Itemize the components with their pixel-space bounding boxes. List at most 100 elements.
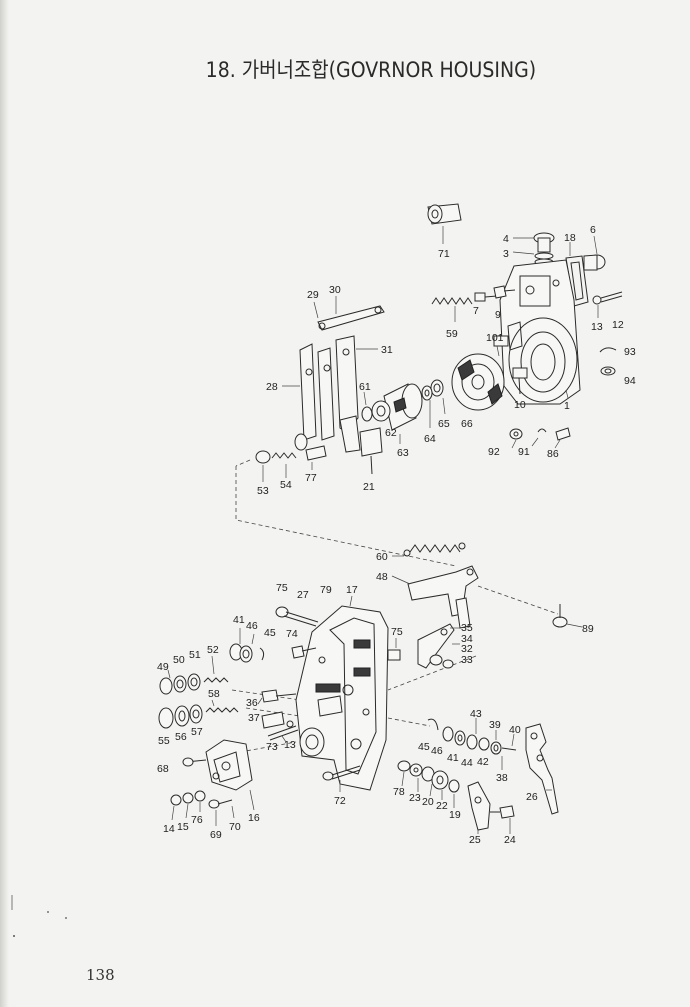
scan-marks <box>11 895 67 937</box>
callout-76: 76 <box>191 814 203 826</box>
callout-32: 32 <box>461 643 473 655</box>
part-93-94-clip <box>599 347 617 376</box>
callout-45a: 45 <box>264 627 276 639</box>
callout-93: 93 <box>624 346 636 358</box>
part-75-27-bolts <box>275 606 401 661</box>
callout-78: 78 <box>393 786 405 798</box>
callout-21: 21 <box>363 481 375 493</box>
part-66-flyweight-holder <box>451 353 505 411</box>
callout-7: 7 <box>473 305 479 317</box>
callout-70: 70 <box>229 821 241 833</box>
callout-54: 54 <box>280 479 292 491</box>
callout-18: 18 <box>564 232 576 244</box>
callout-46b: 46 <box>431 745 443 757</box>
callout-12: 12 <box>612 319 624 331</box>
part-60-spring <box>392 542 466 557</box>
callout-68: 68 <box>157 763 169 775</box>
callout-39: 39 <box>489 719 501 731</box>
callout-37: 37 <box>248 712 260 724</box>
callout-3: 3 <box>503 248 509 260</box>
part-86-91-92 <box>509 427 571 449</box>
part-53-54-77 <box>255 445 327 482</box>
callout-labels: 71 4 3 18 6 29 30 7 9 59 13 12 101 31 93… <box>157 224 636 846</box>
part-30-link <box>313 296 385 331</box>
callout-36: 36 <box>246 697 258 709</box>
callout-62: 62 <box>385 427 397 439</box>
part-71-cap <box>427 203 462 244</box>
part-62-63-sleeve <box>371 383 423 444</box>
callout-10: 10 <box>514 399 526 411</box>
callout-14: 14 <box>163 823 175 835</box>
page-number: 138 <box>86 966 115 984</box>
callout-73: 73 <box>266 741 278 753</box>
callout-63: 63 <box>397 447 409 459</box>
callout-44: 44 <box>461 757 473 769</box>
part-1-governor-housing <box>499 259 581 405</box>
part-25-24-plate <box>467 781 515 834</box>
part-28-31-governor-lever <box>282 335 378 453</box>
callout-50: 50 <box>173 654 185 666</box>
callout-94: 94 <box>624 375 636 387</box>
part-68-16-bracket <box>182 739 255 811</box>
part-4-3-screw <box>512 232 555 266</box>
callout-41b: 41 <box>447 752 459 764</box>
part-55-58-stack <box>158 699 239 729</box>
callout-57: 57 <box>191 726 203 738</box>
callout-72: 72 <box>334 795 346 807</box>
callout-15: 15 <box>177 821 189 833</box>
callout-75a: 75 <box>276 582 288 594</box>
callout-29: 29 <box>307 289 319 301</box>
part-14-15-76-70-69 <box>170 790 235 826</box>
callout-33: 33 <box>461 654 473 666</box>
binding-edge <box>0 0 9 1007</box>
callout-43: 43 <box>470 708 482 720</box>
callout-89: 89 <box>582 623 594 635</box>
callout-75b: 75 <box>391 626 403 638</box>
callout-13b: 13 <box>284 739 296 751</box>
callout-53: 53 <box>257 485 269 497</box>
callout-51: 51 <box>189 649 201 661</box>
callout-45b: 45 <box>418 741 430 753</box>
callout-59: 59 <box>446 328 458 340</box>
part-61-washer <box>361 391 373 422</box>
callout-23: 23 <box>409 792 421 804</box>
part-26-arm <box>525 723 559 815</box>
part-48-lever <box>391 565 479 629</box>
callout-27: 27 <box>297 589 309 601</box>
callout-25: 25 <box>469 834 481 846</box>
part-89-bolt <box>552 604 583 628</box>
part-41-46-45-seals <box>229 628 265 663</box>
part-59-spring <box>431 297 473 322</box>
callout-49: 49 <box>157 661 169 673</box>
callout-56: 56 <box>175 731 187 743</box>
callout-71: 71 <box>438 248 450 260</box>
part-6-plug <box>583 235 606 271</box>
callout-24: 24 <box>504 834 516 846</box>
callout-35: 35 <box>461 622 473 634</box>
callout-86: 86 <box>547 448 559 460</box>
callout-60: 60 <box>376 551 388 563</box>
callout-91: 91 <box>518 446 530 458</box>
callout-77: 77 <box>305 472 317 484</box>
part-36-37-parts <box>257 689 297 729</box>
callout-30: 30 <box>329 284 341 296</box>
callout-64: 64 <box>424 433 436 445</box>
callout-92: 92 <box>488 446 500 458</box>
callout-16: 16 <box>248 812 260 824</box>
callout-26: 26 <box>526 791 538 803</box>
callout-38: 38 <box>496 772 508 784</box>
part-17-governor-cover <box>295 595 389 791</box>
callout-58: 58 <box>208 688 220 700</box>
callout-40: 40 <box>509 724 521 736</box>
part-13-12-bolt <box>592 291 623 318</box>
part-7-9-bolts <box>474 285 516 302</box>
callout-13: 13 <box>591 321 603 333</box>
part-21-block <box>359 427 383 475</box>
callout-69: 69 <box>210 829 222 841</box>
callout-31: 31 <box>381 344 393 356</box>
callout-22: 22 <box>436 800 448 812</box>
callout-4: 4 <box>503 233 509 245</box>
callout-28: 28 <box>266 381 278 393</box>
